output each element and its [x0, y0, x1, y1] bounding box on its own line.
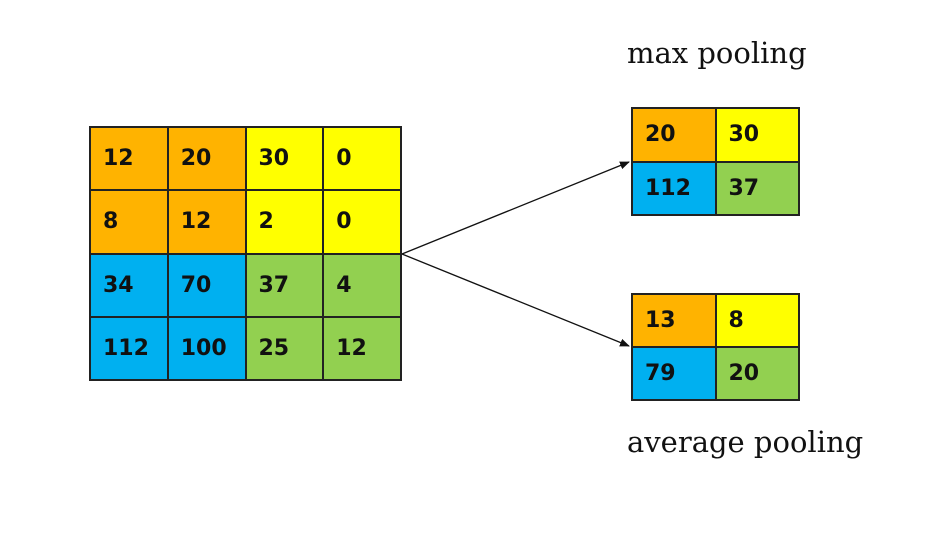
max-pooling-label: max pooling: [627, 36, 807, 70]
max-pooling-cell: 20: [633, 109, 717, 163]
input-matrix-cell: 0: [324, 191, 402, 255]
max-pooling-cell: 37: [716, 162, 800, 216]
input-matrix-cell: 8: [91, 191, 169, 255]
average-pooling-cell: 13: [633, 295, 717, 348]
input-matrix-cell: 12: [91, 128, 169, 192]
max-pooling-cell: 112: [633, 162, 717, 216]
input-matrix-cell: 70: [168, 254, 247, 318]
average-pooling-cell: 8: [716, 295, 800, 348]
input-matrix-cell: 12: [168, 191, 247, 255]
input-matrix-cell: 20: [168, 128, 247, 192]
input-matrix-cell: 2: [246, 191, 325, 255]
input-matrix-cell: 4: [324, 254, 402, 318]
input-matrix-cell: 30: [246, 128, 325, 192]
input-matrix-cell: 0: [324, 128, 402, 192]
average-pooling-cell: 20: [716, 348, 800, 401]
average-pooling-label: average pooling: [627, 425, 864, 459]
average-pooling-cell: 79: [633, 348, 717, 401]
arrow-to-max-pooling: [401, 161, 630, 255]
input-matrix-cell: 25: [246, 317, 325, 381]
arrow-to-average-pooling: [401, 253, 630, 347]
input-matrix-cell: 100: [168, 317, 247, 381]
input-matrix-cell: 112: [91, 317, 169, 381]
input-matrix-cell: 12: [324, 317, 402, 381]
input-matrix-cell: 37: [246, 254, 325, 318]
input-matrix-cell: 34: [91, 254, 169, 318]
max-pooling-cell: 30: [716, 109, 800, 163]
